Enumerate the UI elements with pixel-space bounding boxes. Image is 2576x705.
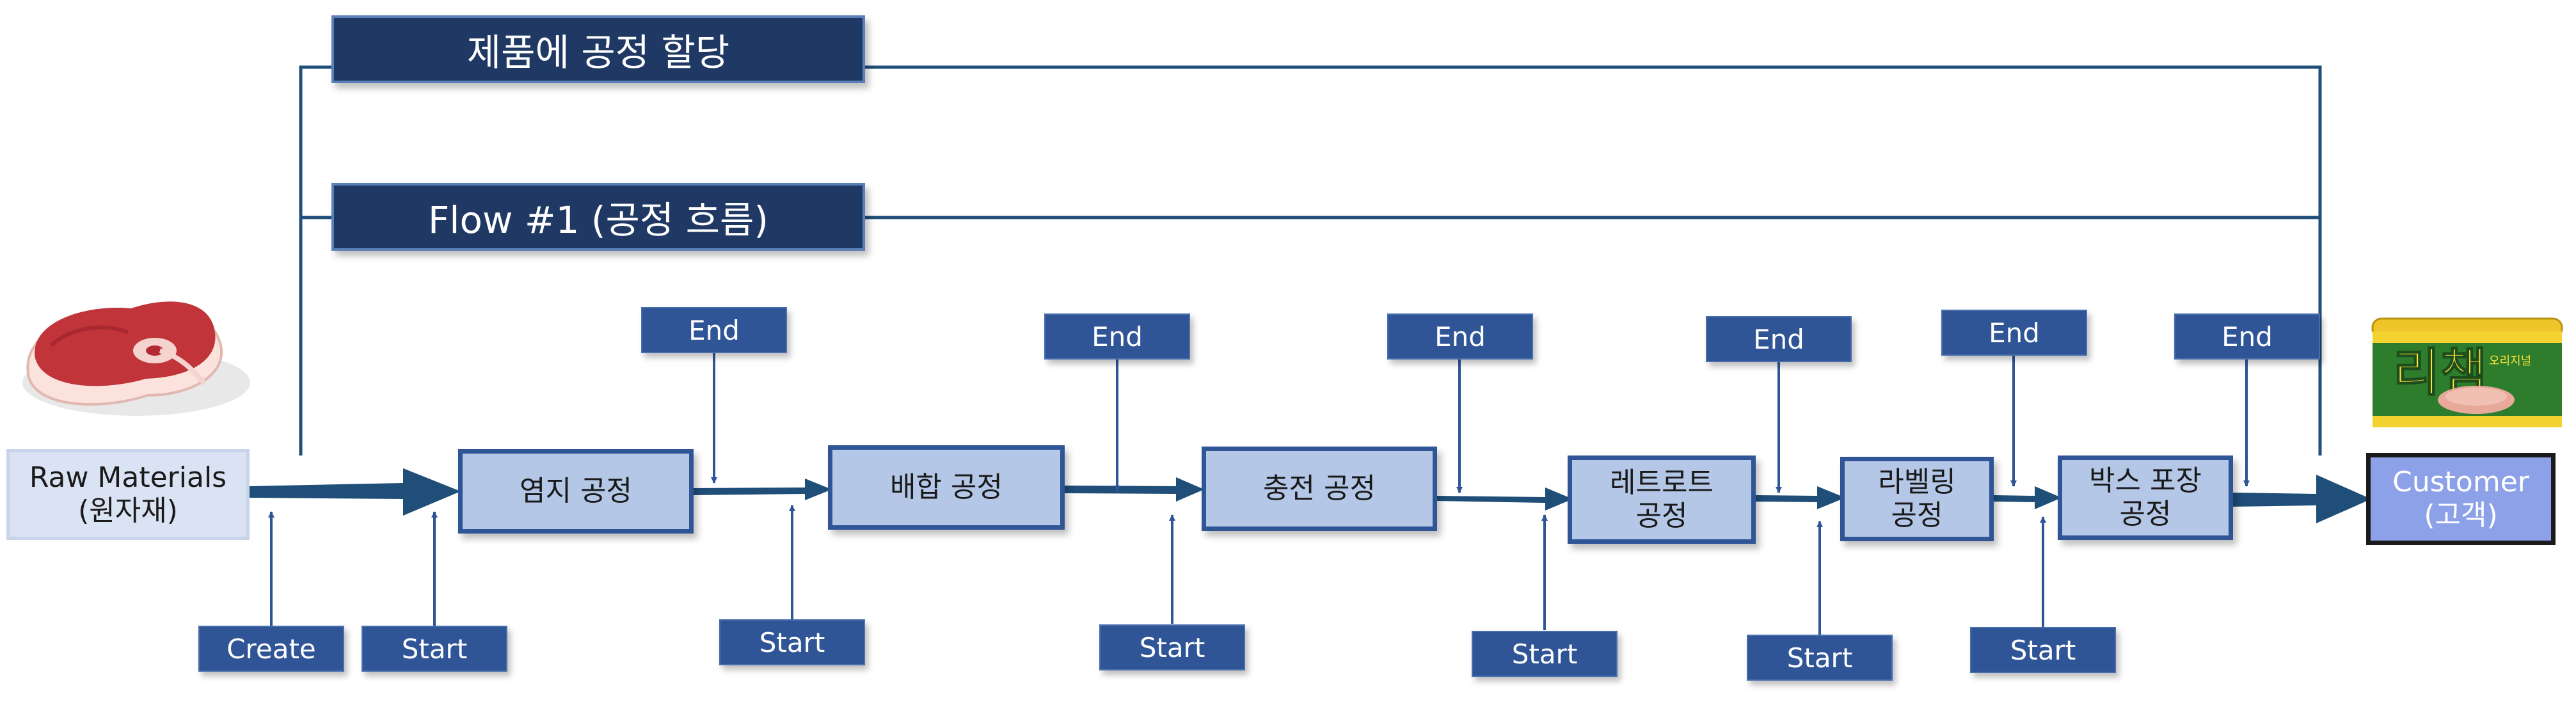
flow-arrow-p2-to-p3 <box>1065 477 1204 502</box>
start-tag: Start <box>719 619 865 665</box>
process-box-labeling: 라벨링 공정 <box>1840 457 1994 541</box>
end-tag: End <box>1941 310 2087 356</box>
customer-label-line1: Customer <box>2392 466 2529 499</box>
start-tag-label: Start <box>401 633 468 665</box>
end-tag: End <box>2174 313 2320 360</box>
start-tag-label: Start <box>1786 642 1853 674</box>
end-tag: End <box>1706 316 1852 362</box>
process-box-retort: 레트로트 공정 <box>1568 455 1756 544</box>
create-tag-label: Create <box>227 633 316 665</box>
end-tag-label: End <box>1092 321 1143 352</box>
process-label-line2: 공정 <box>1635 500 1688 532</box>
flow-arrow-raw-to-p1 <box>250 468 461 516</box>
start-tag: Start <box>1099 624 1245 670</box>
start-connectors <box>268 505 2046 635</box>
end-tag-label: End <box>1753 323 1804 355</box>
spam-can-icon: 리챔 오리지널 <box>2371 317 2563 427</box>
raw-meat-icon <box>22 301 250 416</box>
end-tag-label: End <box>1435 321 1486 352</box>
start-tag-label: Start <box>1139 631 1205 663</box>
flow-arrow-p5-to-p6 <box>1994 486 2062 509</box>
flow-arrow-p1-to-p2 <box>694 479 832 500</box>
end-tag-label: End <box>1989 317 2040 349</box>
end-tag-label: End <box>688 314 740 346</box>
start-tag: Start <box>362 626 507 672</box>
start-tag: Start <box>1747 635 1893 681</box>
assign-bracket-line <box>299 65 2322 455</box>
process-box-box-packing: 박스 포장 공정 <box>2058 455 2233 540</box>
flow-arrow-p3-to-p4 <box>1437 487 1573 511</box>
flow-header: Flow #1 (공정 흐름) <box>331 183 865 251</box>
flow-arrow-p4-to-p5 <box>1756 486 1845 509</box>
end-tag: End <box>641 307 787 353</box>
flow-arrow-p6-to-customer <box>2233 475 2371 523</box>
process-box-marinating: 염지 공정 <box>458 449 694 534</box>
end-connectors <box>711 353 2250 493</box>
raw-materials-label-line2: (원자재) <box>78 495 178 527</box>
start-tag: Start <box>1472 631 1618 677</box>
process-label-line1: 충전 공정 <box>1263 472 1376 505</box>
svg-text:리챔: 리챔 <box>2393 343 2487 402</box>
customer-box: Customer (고객) <box>2366 453 2556 545</box>
assign-process-header: 제품에 공정 할당 <box>331 15 865 83</box>
main-flow-arrows <box>250 468 2371 523</box>
start-tag: Start <box>1970 627 2116 673</box>
start-tag-label: Start <box>1511 638 1578 670</box>
process-box-filling: 충전 공정 <box>1202 447 1437 531</box>
start-tag-label: Start <box>759 626 825 658</box>
assign-process-header-label: 제품에 공정 할당 <box>466 31 730 74</box>
start-tag-label: Start <box>2010 634 2076 666</box>
raw-materials-box: Raw Materials (원자재) <box>6 449 250 540</box>
process-label-line2: 공정 <box>2119 498 2172 530</box>
create-tag: Create <box>198 626 344 672</box>
process-label-line1: 라벨링 <box>1878 466 1956 499</box>
process-box-mixing: 배합 공정 <box>828 445 1065 530</box>
process-label-line1: 박스 포장 <box>2089 464 2202 498</box>
process-label-line1: 배합 공정 <box>890 471 1003 504</box>
process-label-line1: 염지 공정 <box>520 475 632 508</box>
svg-text:오리지널: 오리지널 <box>2489 354 2531 368</box>
process-label-line2: 공정 <box>1891 499 1943 532</box>
flow-header-label: Flow #1 (공정 흐름) <box>428 198 768 242</box>
process-label-line1: 레트로트 <box>1610 466 1713 500</box>
customer-label-line2: (고객) <box>2424 499 2498 532</box>
end-tag-label: End <box>2222 321 2273 352</box>
end-tag: End <box>1387 313 1533 360</box>
end-tag: End <box>1044 313 1190 360</box>
raw-materials-label-line1: Raw Materials <box>29 461 227 495</box>
